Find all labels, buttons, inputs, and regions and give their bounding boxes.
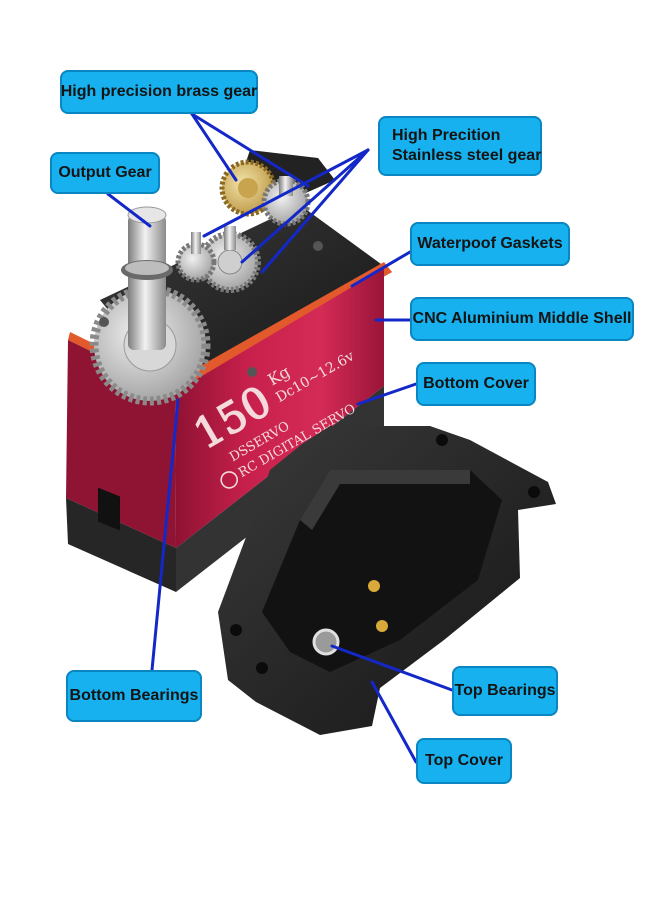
callout-bottom-cover-label: Bottom Cover [423,375,529,392]
bottom-cover-front [66,498,176,592]
mount-hole-2 [528,486,540,498]
leader-steel-b [240,148,370,264]
leader-steel-a [202,148,370,238]
steel-gear-middle [199,226,261,293]
callout-bottom-cover: Bottom Cover [416,362,536,406]
callout-top-bearings: Top Bearings [452,666,558,716]
top-cover-case [218,426,556,735]
leader-steel-c [260,148,370,274]
callout-brass-gear: High precision brass gear [60,70,258,114]
case-inner-wall [300,470,470,530]
leader-brass-b [190,112,310,188]
callout-top-cover: Top Cover [416,738,512,784]
callout-steel-gear: High Precition Stainless steel gear [378,116,542,176]
callout-gaskets: Waterpoof Gaskets [410,222,570,266]
top-bearing [312,628,340,656]
brass-insert-1 [368,580,380,592]
leader-output [106,192,152,228]
gear-train [89,159,323,406]
callout-steel-gear-line1: High Precition [392,127,501,144]
callout-top-bearings-label: Top Bearings [454,682,556,699]
leader-lines [106,112,454,764]
leader-brass-a [190,112,238,182]
callout-steel-gear-line2: Stainless steel gear [392,147,542,164]
output-shaft [121,206,173,350]
leader-bottombearings [150,398,180,672]
leader-topcover [370,680,418,764]
mount-hole-1 [436,434,448,446]
callout-middle-shell-label: CNC Aluminium Middle Shell [412,310,632,327]
brass-insert-2 [376,620,388,632]
mount-hole-3 [230,624,242,636]
callout-middle-shell: CNC Aluminium Middle Shell [410,297,634,341]
mount-hole-4 [256,662,268,674]
brand-logo [220,471,238,489]
callout-top-cover-label: Top Cover [425,752,503,769]
leader-gasket [350,250,412,288]
middle-shell-side [175,268,384,548]
leader-topbearings [330,644,454,692]
callout-bottom-bearings: Bottom Bearings [66,670,202,722]
callout-brass-gear-label: High precision brass gear [60,83,258,100]
callout-output-gear: Output Gear [50,152,160,194]
callout-gaskets-label: Waterpoof Gaskets [417,235,563,252]
top-cover-screws [99,241,323,377]
cable-port [98,487,120,531]
leader-bottomcover [356,382,418,406]
callout-bottom-bearings-label: Bottom Bearings [69,687,199,704]
callout-output-gear-label: Output Gear [58,164,152,181]
steel-gear-small [175,232,217,283]
case-cavity [262,470,502,672]
